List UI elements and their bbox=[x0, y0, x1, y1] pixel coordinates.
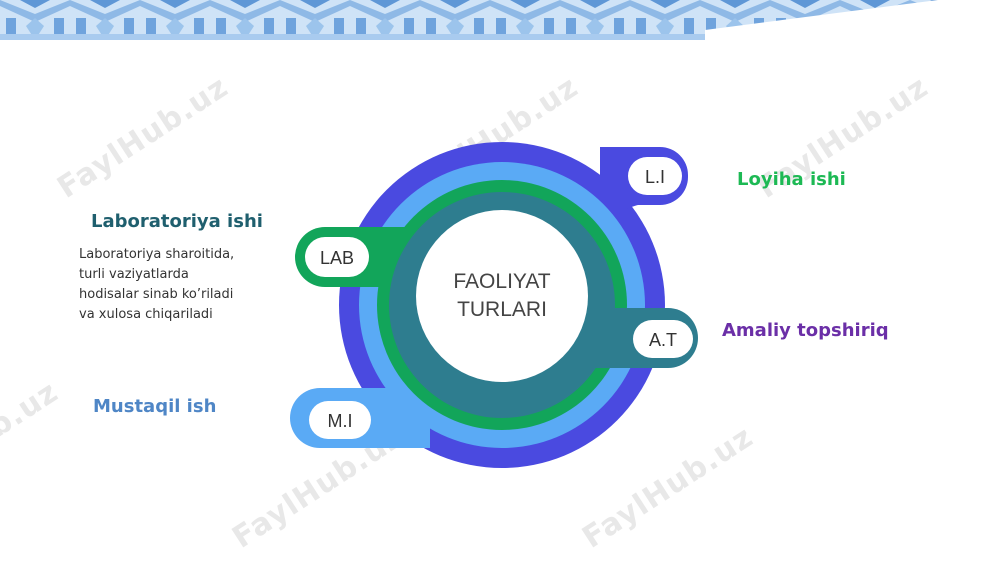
badge-mi-label: M.I bbox=[328, 411, 353, 431]
mustaqil-label: Mustaqil ish bbox=[93, 396, 217, 417]
badge-at-label: A.T bbox=[649, 330, 677, 350]
badge-li-label: L.I bbox=[645, 167, 665, 187]
center-title-line2: TURLARI bbox=[457, 298, 547, 321]
laboratoriya-desc-line: va xulosa chiqariladi bbox=[79, 307, 213, 322]
laboratoriya-title: Laboratoriya ishi bbox=[91, 211, 263, 232]
badge-lab bbox=[305, 237, 369, 277]
laboratoriya-description: Laboratoriya sharoitida, turli vaziyatla… bbox=[79, 245, 269, 325]
center-title-line1: FAOLIYAT bbox=[453, 270, 550, 293]
laboratoriya-desc-line: turli vaziyatlarda bbox=[79, 267, 189, 282]
badge-li bbox=[628, 157, 682, 195]
center-circle bbox=[416, 210, 588, 382]
badge-lab-label: LAB bbox=[320, 248, 354, 268]
loyiha-label: Loyiha ishi bbox=[737, 169, 846, 190]
amaliy-label: Amaliy topshiriq bbox=[722, 320, 889, 341]
badge-mi bbox=[309, 401, 371, 439]
badge-at bbox=[633, 320, 693, 358]
laboratoriya-desc-line: hodisalar sinab ko’riladi bbox=[79, 287, 234, 302]
laboratoriya-desc-line: Laboratoriya sharoitida, bbox=[79, 247, 235, 262]
decorative-banner bbox=[0, 0, 1000, 40]
